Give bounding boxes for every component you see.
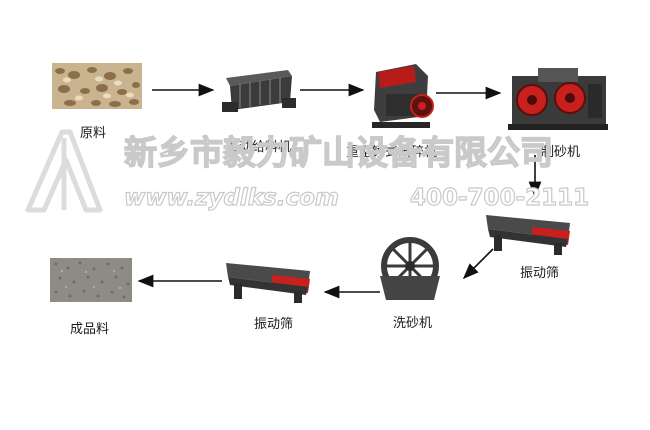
label-hammer-crusher: 重型锤式破碎机 bbox=[346, 145, 438, 160]
vibrating-screen-2-machine bbox=[226, 263, 310, 303]
label-sand-washer: 洗砂机 bbox=[393, 316, 433, 331]
finished-product-image bbox=[50, 258, 132, 302]
label-vibrating-screen-1: 振动筛 bbox=[520, 266, 560, 281]
raw-material-image bbox=[52, 63, 142, 109]
label-vibrating-screen-2: 振动筛 bbox=[254, 317, 294, 332]
label-finished-product: 成品料 bbox=[70, 322, 110, 337]
arrow-screen-to-washer bbox=[462, 248, 494, 280]
label-vibrating-feeder: 振动给料机 bbox=[226, 140, 292, 155]
sand-maker-machine bbox=[508, 68, 608, 130]
label-sand-maker: 制砂机 bbox=[541, 145, 581, 160]
vibrating-screen-1-machine bbox=[486, 215, 570, 255]
sand-washer-machine bbox=[380, 237, 440, 300]
vibrating-feeder-machine bbox=[222, 70, 296, 112]
hammer-crusher-machine bbox=[372, 64, 434, 128]
label-raw-material: 原料 bbox=[80, 126, 107, 141]
